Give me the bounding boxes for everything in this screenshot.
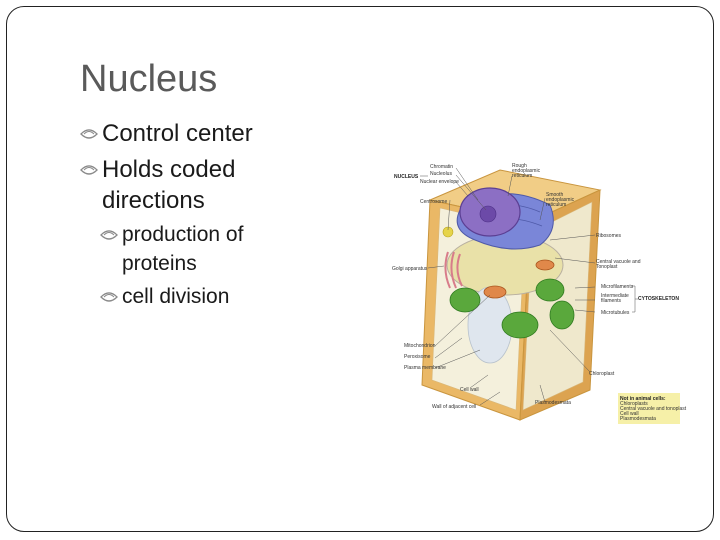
leader-lines — [420, 167, 596, 406]
golgi-apparatus — [444, 251, 463, 289]
label-golgi: Golgi apparatus — [392, 266, 428, 272]
label-microtubules: Microtubules — [601, 310, 630, 316]
mitochondrion — [483, 285, 507, 299]
nucleolus — [479, 205, 497, 223]
plant-cell-diagram: Chromatin Nucleolus Nuclear envelope NUC… — [392, 163, 687, 424]
label-rough-er-1: Rough — [512, 163, 527, 169]
chloroplast — [449, 287, 481, 313]
plant-cell-illustration — [421, 169, 602, 421]
label-peroxisome: Peroxisome — [404, 354, 431, 360]
bullet-text: Holds coded — [102, 156, 236, 183]
subbullet-cell-division: cell division — [78, 282, 378, 311]
subbullet-production-of-proteins: production of proteins — [78, 220, 378, 278]
note-line: Chloroplasts — [620, 401, 648, 407]
label-plasma-membrane: Plasma membrane — [404, 365, 446, 371]
note-line: Cell wall — [620, 411, 639, 417]
label-smooth-er-1: Smooth — [546, 192, 563, 198]
label-chromatin: Chromatin — [430, 164, 453, 170]
bullet-icon — [80, 165, 98, 175]
label-central-vacuole-1: Central vacuole and — [596, 259, 641, 265]
label-rough-er-3: reticulum — [512, 173, 532, 179]
bullet-text: Control center — [102, 120, 253, 147]
bullet-icon — [80, 129, 98, 139]
cytoskeleton-bracket — [632, 285, 638, 313]
label-smooth-er-3: reticulum — [546, 202, 566, 208]
label-rough-er-2: endoplasmic — [512, 168, 541, 174]
label-plasmodesmata: Plasmodesmata — [535, 400, 571, 406]
slide-title: Nucleus — [80, 58, 218, 100]
label-nucleolus: Nucleolus — [430, 171, 452, 177]
label-ribosomes: Ribosomes — [596, 233, 622, 239]
label-intermediate-2: filaments — [601, 298, 622, 304]
note-line: Plasmodesmata — [620, 416, 656, 422]
bullet-icon — [100, 230, 118, 240]
label-chloroplast: Chloroplast — [589, 371, 615, 377]
label-intermediate-1: Intermediate — [601, 293, 629, 299]
label-centrosome: Centrosome — [420, 199, 447, 205]
label-microfilaments: Microfilaments — [601, 284, 634, 290]
not-in-animal-cells-note: Not in animal cells: Chloroplasts Centra… — [618, 393, 687, 424]
subbullet-text: production of — [122, 223, 244, 246]
note-line: Central vacuole and tonoplast — [620, 406, 687, 412]
bullet-holds-coded-directions: Holds coded directions — [78, 154, 378, 216]
label-mitochondrion: Mitochondrion — [404, 343, 436, 349]
label-central-vacuole-2: Tonoplast — [596, 264, 618, 270]
subbullet-text-continued: proteins — [122, 252, 197, 275]
label-cytoskeleton: CYTOSKELETON — [638, 296, 679, 302]
label-smooth-er-2: endoplasmic — [546, 197, 575, 203]
note-title: Not in animal cells: — [620, 396, 666, 402]
label-nuclear-envelope: Nuclear envelope — [420, 179, 459, 185]
subbullet-text: cell division — [122, 285, 230, 308]
label-cell-wall: Cell wall — [460, 387, 479, 393]
bullet-list: Control center Holds coded directions pr… — [78, 118, 378, 311]
label-wall-adjacent: Wall of adjacent cell — [432, 404, 476, 410]
bullet-control-center: Control center — [78, 118, 378, 149]
label-nucleus: NUCLEUS — [394, 174, 419, 180]
bullet-icon — [100, 292, 118, 302]
bullet-text-continued: directions — [102, 187, 205, 214]
